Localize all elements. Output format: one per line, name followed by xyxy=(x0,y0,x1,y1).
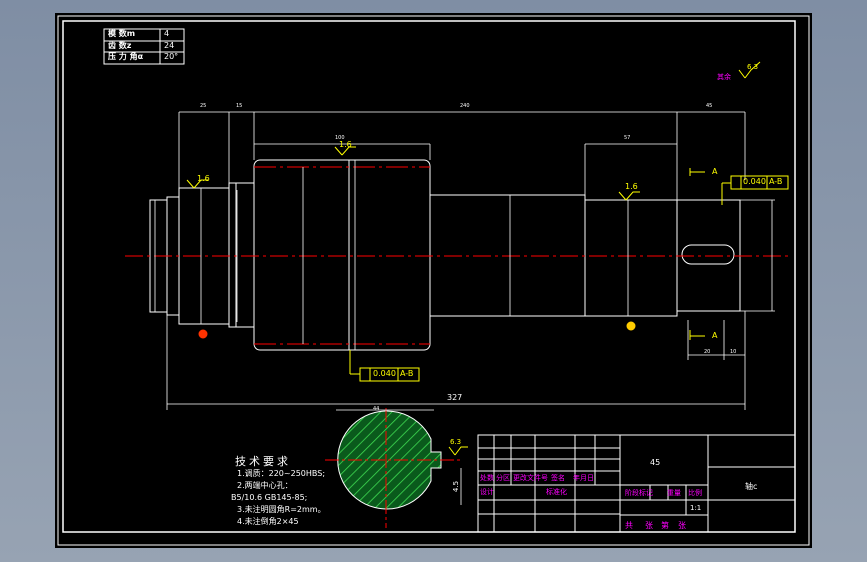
centerlines xyxy=(125,166,790,345)
tech-req-item: 3.未注明圆角R=2mm。 xyxy=(237,505,326,514)
tolerance-bottom-value: 0.040 xyxy=(373,369,396,378)
outer-frame xyxy=(57,15,810,546)
dim-gear-width: 100 xyxy=(335,135,345,141)
title-block-grid xyxy=(477,434,796,533)
section-marker-bottom: A xyxy=(712,331,718,340)
param-value-module: 4 xyxy=(164,29,170,38)
dim-keyway-len: 10 xyxy=(730,349,737,355)
param-label-pressure-angle: 压 力 角α xyxy=(108,52,144,61)
roughness-left-journal: 1.6 xyxy=(197,174,210,183)
section-marker-top: A xyxy=(712,167,718,176)
roughness-section: 6.3 xyxy=(450,438,462,446)
tolerance-right-value: 0.040 xyxy=(743,177,766,186)
section-cut-markers xyxy=(198,168,705,340)
param-label-module: 模 数m xyxy=(108,29,136,38)
tolerance-right-datum: A-B xyxy=(769,177,783,186)
inner-frame xyxy=(62,20,796,533)
dim-overall: 327 xyxy=(447,393,463,402)
tech-req-item: 4.未注倒角2×45 xyxy=(237,517,299,526)
roughness-other-value: 6.3 xyxy=(747,63,759,71)
roughness-gear: 1.6 xyxy=(339,140,352,149)
param-label-teeth: 齿 数z xyxy=(108,41,132,50)
dim-section-width: 44 xyxy=(373,406,380,412)
roughness-right-journal: 1.6 xyxy=(625,182,638,191)
title-block-weight-label: 重量 xyxy=(667,489,681,497)
dim-right-step: 57 xyxy=(624,135,631,141)
roughness-other-label: 其余 xyxy=(717,73,731,81)
dimension-lines xyxy=(154,111,775,410)
tech-req-item: 1.调质：220~250HBS; xyxy=(237,469,326,478)
title-block-stage-label: 阶段标记 xyxy=(625,489,653,497)
params-table-grid xyxy=(103,28,185,65)
cross-section-view xyxy=(325,408,462,528)
title-block-header-cell: 更改文件号 xyxy=(513,474,548,482)
dim-top-left-1: 25 xyxy=(200,103,207,109)
title-block-header-cell: 签名 xyxy=(551,474,565,482)
dim-keyway-pos: 20 xyxy=(704,349,711,355)
dim-top-right: 45 xyxy=(706,103,713,109)
title-block-sheet-cell: 张 xyxy=(645,521,653,530)
dim-top-total: 240 xyxy=(460,103,470,109)
shaft-outline xyxy=(149,159,741,351)
roughness-symbols xyxy=(186,61,761,456)
dim-section-depth: 4.5 xyxy=(452,480,461,493)
title-block-part-name: 轴c xyxy=(745,482,758,491)
title-block-header-cell: 年月日 xyxy=(573,474,594,482)
drawing-viewport[interactable]: 模 数m 4 齿 数z 24 压 力 角α 20° 其余 6.3 1.6 1.6… xyxy=(55,13,812,548)
title-block-scale-value: 1:1 xyxy=(690,504,702,512)
tech-req-title: 技术要求 xyxy=(235,455,291,468)
title-block-designer-label: 设计 xyxy=(480,488,494,496)
param-value-pressure-angle: 20° xyxy=(164,52,179,61)
tech-req-item: 2.两端中心孔： xyxy=(237,481,293,490)
param-value-teeth: 24 xyxy=(164,41,175,50)
tolerance-bottom-datum: A-B xyxy=(400,369,414,378)
title-block-sheet-cell: 共 xyxy=(625,521,633,530)
title-block-scale-label: 比例 xyxy=(688,489,702,497)
title-block-standard-label: 标准化 xyxy=(546,488,567,496)
title-block-sheet-cell: 张 xyxy=(678,521,686,530)
dim-top-left-2: 15 xyxy=(236,103,243,109)
title-block-sheet-cell: 第 xyxy=(661,521,669,530)
tolerance-frames xyxy=(349,175,789,382)
tech-req-item: B5/10.6 GB145-85; xyxy=(231,493,308,502)
title-block-material: 45 xyxy=(650,458,661,467)
drawing-canvas[interactable] xyxy=(55,13,812,548)
title-block-header-cell: 处数 xyxy=(480,474,494,482)
title-block-header-cell: 分区 xyxy=(496,474,510,482)
